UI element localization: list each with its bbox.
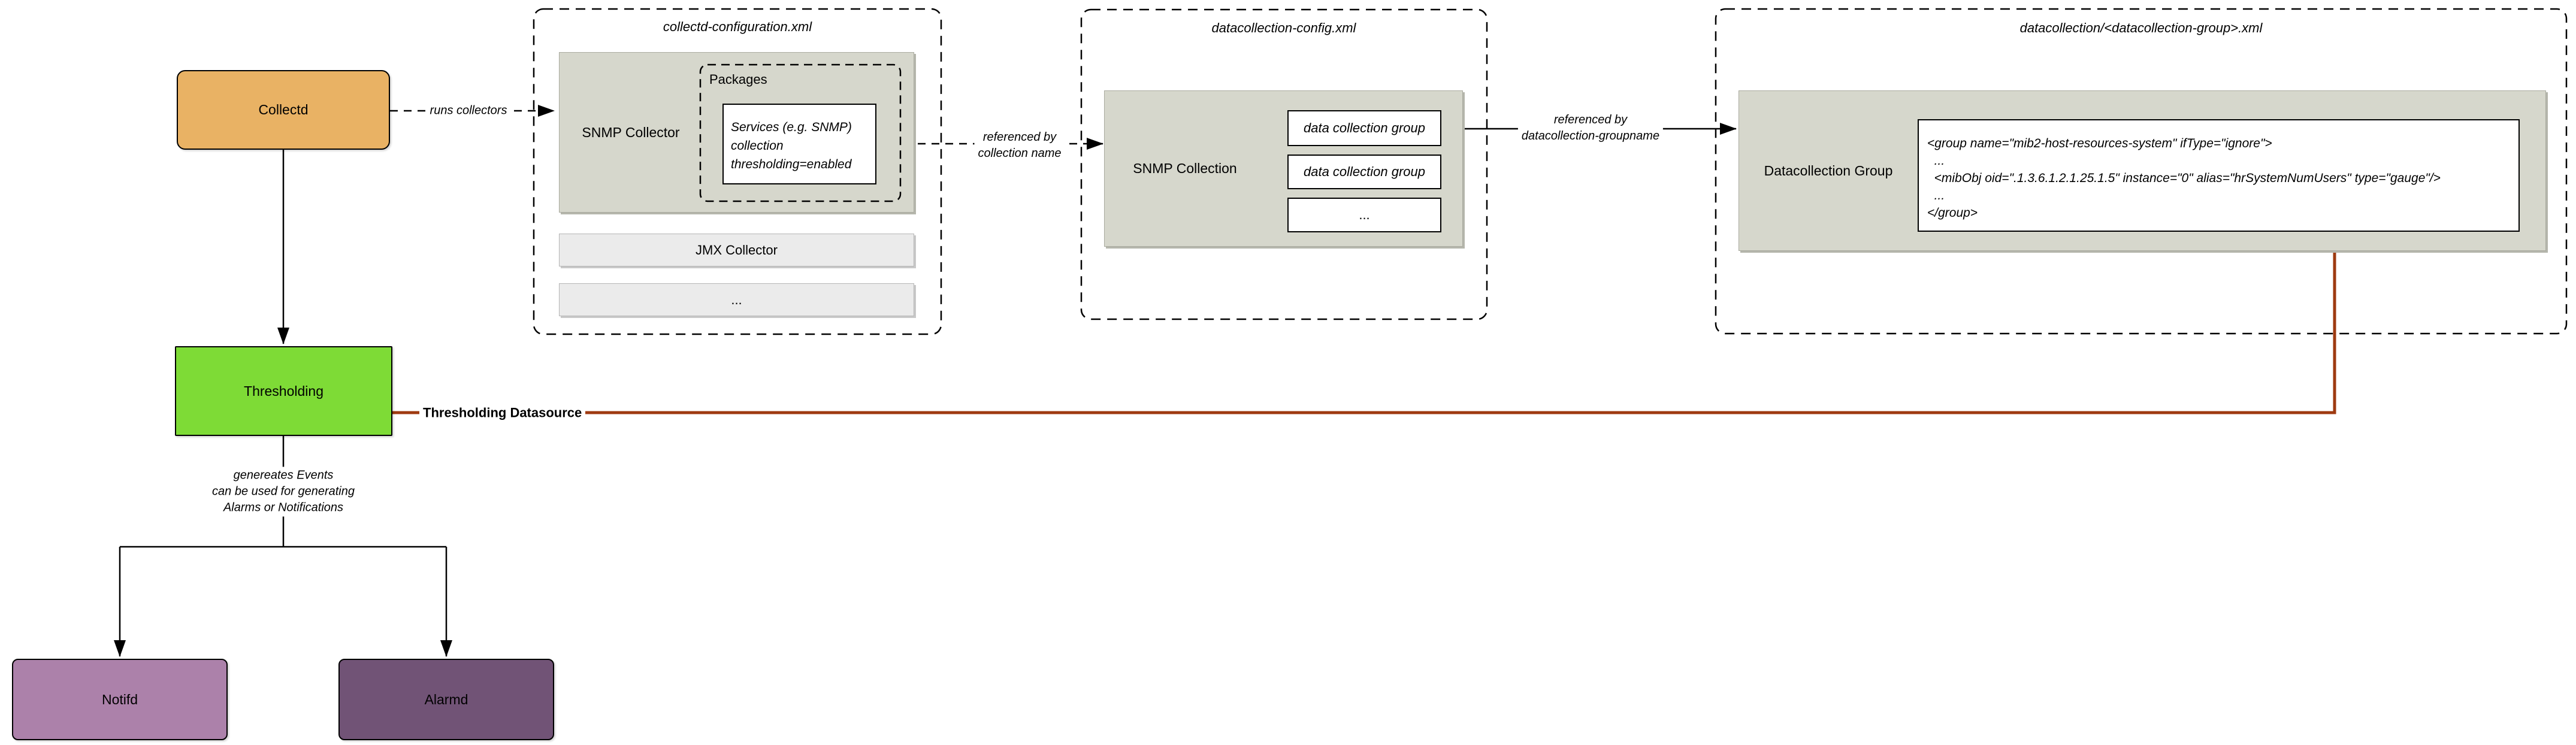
jmx-collector-row: JMX Collector xyxy=(559,234,914,266)
datacollection-group-title: datacollection/<datacollection-group>.xm… xyxy=(2019,20,2263,35)
node-alarmd: Alarmd xyxy=(338,659,554,740)
snmp-collection-label: SNMP Collection xyxy=(1133,160,1237,176)
collectd-configuration-container xyxy=(533,8,942,335)
datacollection-group-label: Datacollection Group xyxy=(1764,162,1893,178)
label-thresholding-datasource: Thresholding Datasource xyxy=(419,404,586,422)
xml-snippet-text: <group name="mib2-host-resources-system"… xyxy=(1927,137,2441,220)
label-runs-collectors: runs collectors xyxy=(426,102,511,120)
datacollection-config-container xyxy=(1080,8,1488,320)
datacollection-config-title: datacollection-config.xml xyxy=(1211,20,1356,35)
node-collectd: Collectd xyxy=(177,70,390,150)
node-notifd: Notifd xyxy=(12,659,228,740)
collectd-configuration-title: collectd-configuration.xml xyxy=(663,19,812,34)
snmp-collector-label: SNMP Collector xyxy=(582,124,680,140)
edge-thresholding-datasource xyxy=(392,234,2342,414)
xml-snippet-box: <group name="mib2-host-resources-system"… xyxy=(1918,119,2520,232)
data-collection-group-box-1: data collection group xyxy=(1287,110,1441,146)
data-collection-group-box-2: data collection group xyxy=(1287,155,1441,189)
collector-more-row: ... xyxy=(559,283,914,316)
node-thresholding: Thresholding xyxy=(175,346,392,436)
data-collection-group-box-more: ... xyxy=(1287,198,1441,232)
packages-label: Packages xyxy=(709,72,767,87)
